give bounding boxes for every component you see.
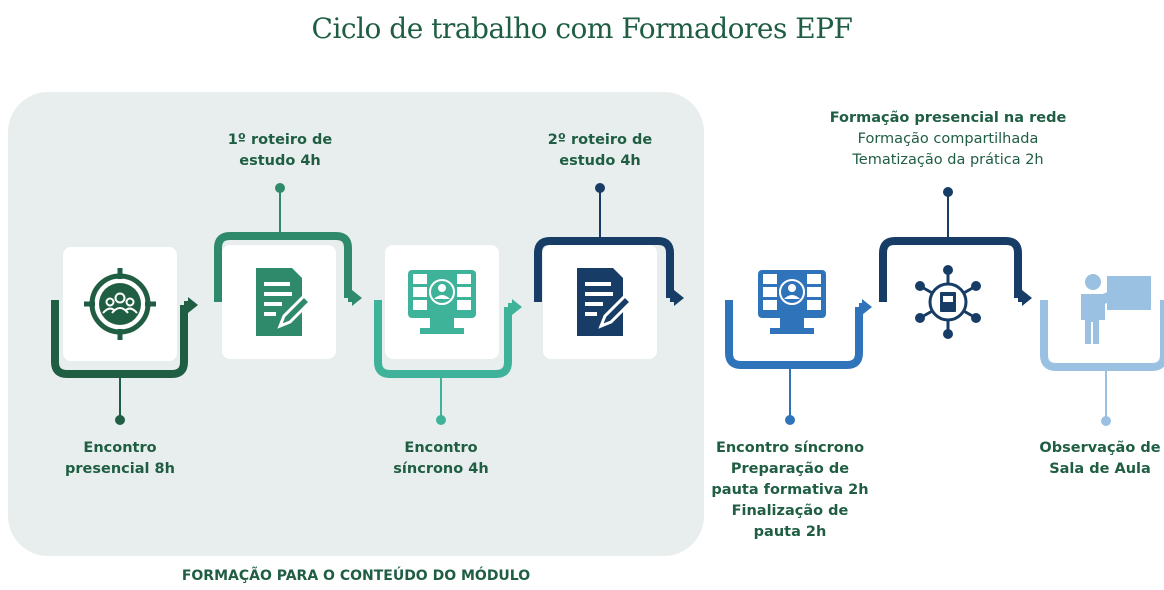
step-1-card [63, 247, 177, 361]
step-6-bracket [879, 237, 1022, 302]
step-3-card [385, 245, 499, 359]
step-2-card [222, 245, 336, 359]
step-7-card [1050, 245, 1164, 359]
step-7-pin [1101, 416, 1111, 426]
step-6-pin [943, 187, 953, 197]
step-5-pin [785, 415, 795, 425]
step-5-label: Encontro síncrono Preparação de pauta fo… [711, 440, 869, 540]
step-5-card [735, 245, 849, 359]
step-3-pin [436, 415, 446, 425]
step-3-label: Encontro síncrono 4h [393, 440, 489, 477]
teacher-board-icon [1081, 274, 1151, 344]
step-6-card [891, 245, 1005, 359]
step-4-card [543, 245, 657, 359]
step-1-pin [115, 415, 125, 425]
step-7-bracket [1040, 300, 1164, 371]
document-edit-icon [256, 268, 313, 336]
network-book-icon [915, 265, 981, 339]
step-3-bracket [374, 300, 512, 378]
document-edit-icon [577, 268, 634, 336]
step-7-label: Observação de Sala de Aula [1039, 440, 1161, 477]
panel-caption: FORMAÇÃO PARA O CONTEÚDO DO MÓDULO [181, 568, 531, 584]
step-4-bracket [534, 237, 674, 302]
video-conference-icon [758, 270, 826, 334]
step-4-label: 2º roteiro de estudo 4h [547, 132, 653, 169]
step-4-pin [595, 183, 605, 193]
step-2-bracket [214, 232, 352, 302]
team-target-icon [84, 268, 156, 340]
step-6-label: Formação presencial na rede Formação com… [829, 110, 1067, 168]
step-1-label: Encontro presencial 8h [65, 440, 175, 477]
step-2-label: 1º roteiro de estudo 4h [227, 132, 333, 169]
page-title: Ciclo de trabalho com Formadores EPF [311, 12, 853, 45]
step-5-bracket [725, 300, 863, 369]
video-conference-icon [408, 270, 476, 334]
step-2-pin [275, 183, 285, 193]
